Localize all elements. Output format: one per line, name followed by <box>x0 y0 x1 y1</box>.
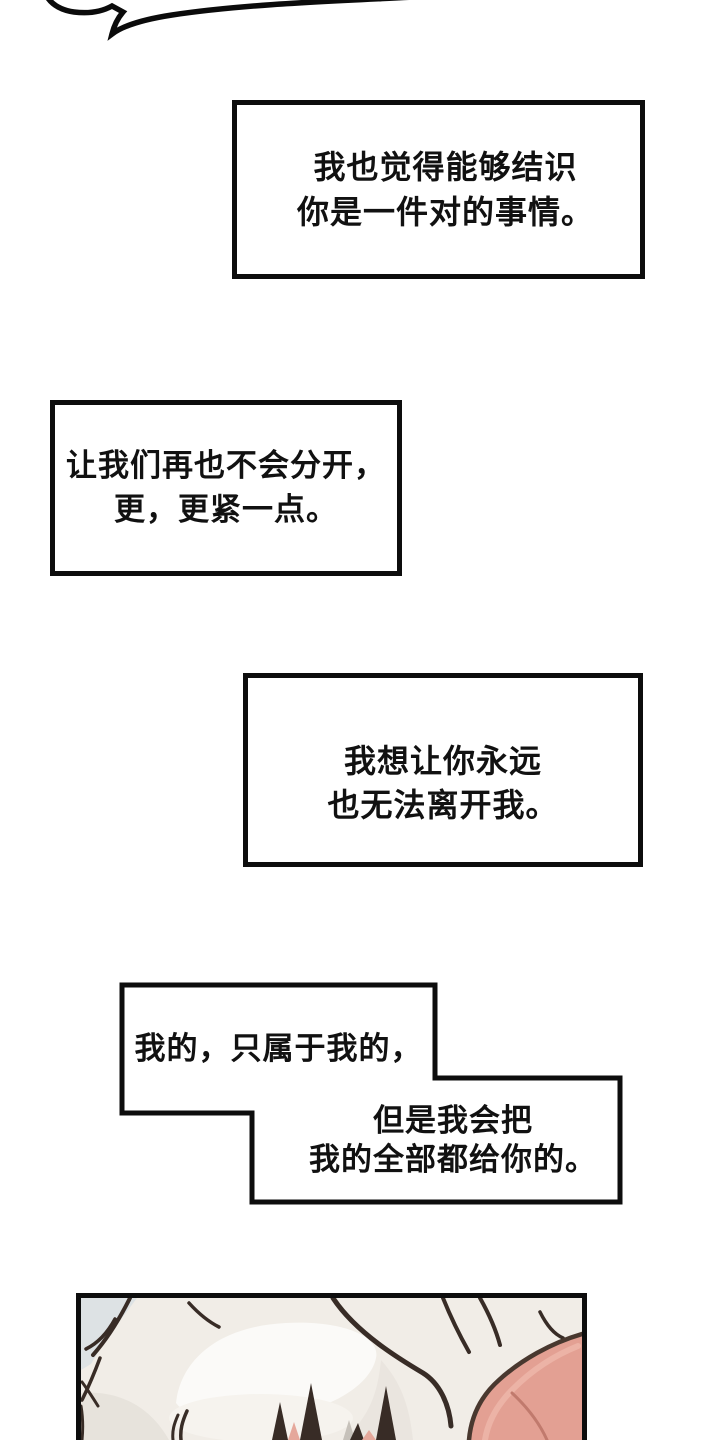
speech-box-4b: 但是我会把 我的全部都给你的。 <box>252 1078 620 1202</box>
speech-box-1-line-1: 我也觉得能够结识 <box>313 148 578 185</box>
speech-box-3: 我想让你永远 也无法离开我。 <box>243 673 643 867</box>
speech-box-1: 我也觉得能够结识 你是一件对的事情。 <box>232 100 645 279</box>
speech-bubble-tail <box>45 0 410 41</box>
speech-box-4b-line-2: 我的全部都给你的。 <box>309 1142 597 1177</box>
speech-box-3-line-2: 也无法离开我。 <box>327 787 559 823</box>
speech-box-2: 让我们再也不会分开， 更，更紧一点。 <box>50 400 402 576</box>
speech-box-4-outline <box>119 982 623 1205</box>
illustration-panel <box>76 1293 587 1440</box>
speech-box-4a: 我的，只属于我的， <box>122 985 435 1113</box>
speech-box-2-line-2: 更，更紧一点。 <box>114 492 338 527</box>
speech-box-1-line-2: 你是一件对的事情。 <box>296 193 594 230</box>
speech-box-3-line-1: 我想让你永远 <box>343 743 542 779</box>
hair-illustration <box>81 1298 582 1440</box>
speech-box-4b-line-1: 但是我会把 <box>373 1103 533 1138</box>
speech-box-2-line-1: 让我们再也不会分开， <box>66 448 386 483</box>
speech-box-4a-line-1: 我的，只属于我的， <box>134 1031 423 1066</box>
